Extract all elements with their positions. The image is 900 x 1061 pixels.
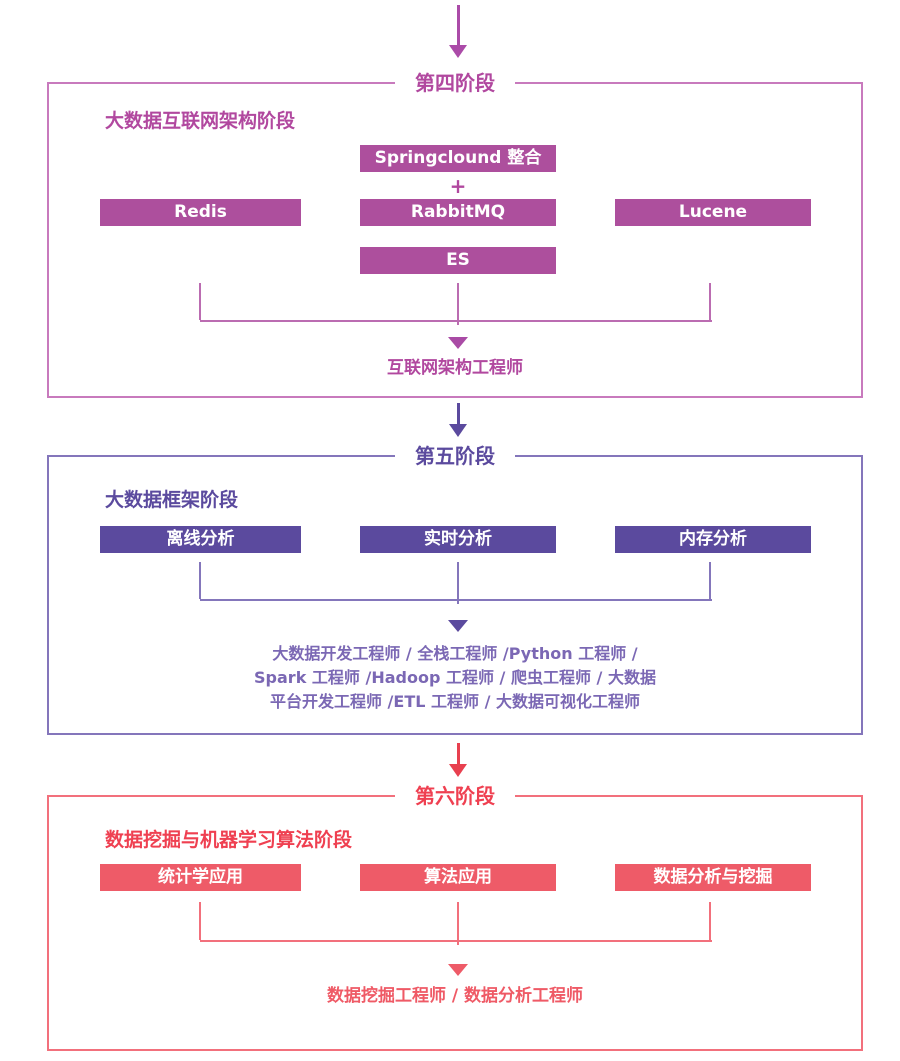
button-springcloud-integration: Springclound 整合 [360, 145, 556, 172]
connector-line-horizontal [200, 320, 712, 322]
arrow-head-icon [449, 45, 467, 58]
stage-5-result: 大数据开发工程师 / 全栈工程师 /Python 工程师 / Spark 工程师… [49, 642, 861, 714]
connector-line-horizontal [200, 599, 712, 601]
button-redis: Redis [100, 199, 301, 226]
connector-line-middle [457, 902, 459, 945]
stage-5-result-line-1: 大数据开发工程师 / 全栈工程师 /Python 工程师 / [272, 644, 638, 663]
button-memory-analysis: 内存分析 [615, 526, 811, 553]
connector-line-horizontal [200, 940, 712, 942]
button-statistics-application: 统计学应用 [100, 864, 301, 891]
arrow-down-icon [448, 620, 468, 632]
arrow-down-icon [448, 964, 468, 976]
connector-line-left [199, 902, 201, 940]
stage-5-result-line-2: Spark 工程师 /Hadoop 工程师 / 爬虫工程师 / 大数据 [254, 668, 656, 687]
stage-5-label: 大数据框架阶段 [105, 489, 239, 511]
arrow-down-icon [448, 337, 468, 349]
connector-line-left [199, 283, 201, 320]
button-offline-analysis: 离线分析 [100, 526, 301, 553]
stage-6-result: 数据挖掘工程师 / 数据分析工程师 [326, 986, 584, 1006]
button-data-analysis-mining: 数据分析与挖掘 [615, 864, 811, 891]
button-realtime-analysis: 实时分析 [360, 526, 556, 553]
connector-line-middle [457, 562, 459, 604]
stage-5-result-line-3: 平台开发工程师 /ETL 工程师 / 大数据可视化工程师 [269, 692, 640, 711]
stage-4-section: 第四阶段 大数据互联网架构阶段 Springclound 整合 + Redis … [47, 70, 863, 398]
arrow-shaft [456, 5, 460, 45]
connector-line-right [709, 902, 711, 940]
button-rabbitmq: RabbitMQ [360, 199, 556, 226]
arrow-head-icon [449, 764, 467, 777]
flow-down-arrow-1 [448, 403, 468, 437]
arrow-shaft [456, 403, 460, 424]
flow-down-arrow-top [448, 5, 468, 58]
arrow-head-icon [449, 424, 467, 437]
connector-line-right [709, 283, 711, 320]
plus-sign: + [449, 174, 467, 198]
stage-4-result: 互联网架构工程师 [387, 358, 523, 378]
connector-line-middle [457, 283, 459, 325]
flow-down-arrow-2 [448, 743, 468, 777]
connector-line-left [199, 562, 201, 599]
button-algorithm-application: 算法应用 [360, 864, 556, 891]
stage-6-title: 第六阶段 [395, 783, 515, 809]
stage-6-section: 第六阶段 数据挖掘与机器学习算法阶段 统计学应用 算法应用 数据分析与挖掘 数据… [47, 783, 863, 1051]
stage-5-title: 第五阶段 [395, 443, 515, 469]
stage-5-section: 第五阶段 大数据框架阶段 离线分析 实时分析 内存分析 大数据开发工程师 / 全… [47, 443, 863, 735]
stage-4-label: 大数据互联网架构阶段 [105, 110, 296, 132]
arrow-shaft [456, 743, 460, 764]
stage-4-title: 第四阶段 [395, 70, 515, 96]
connector-line-right [709, 562, 711, 599]
button-es: ES [360, 247, 556, 274]
button-lucene: Lucene [615, 199, 811, 226]
stage-6-label: 数据挖掘与机器学习算法阶段 [105, 829, 353, 851]
